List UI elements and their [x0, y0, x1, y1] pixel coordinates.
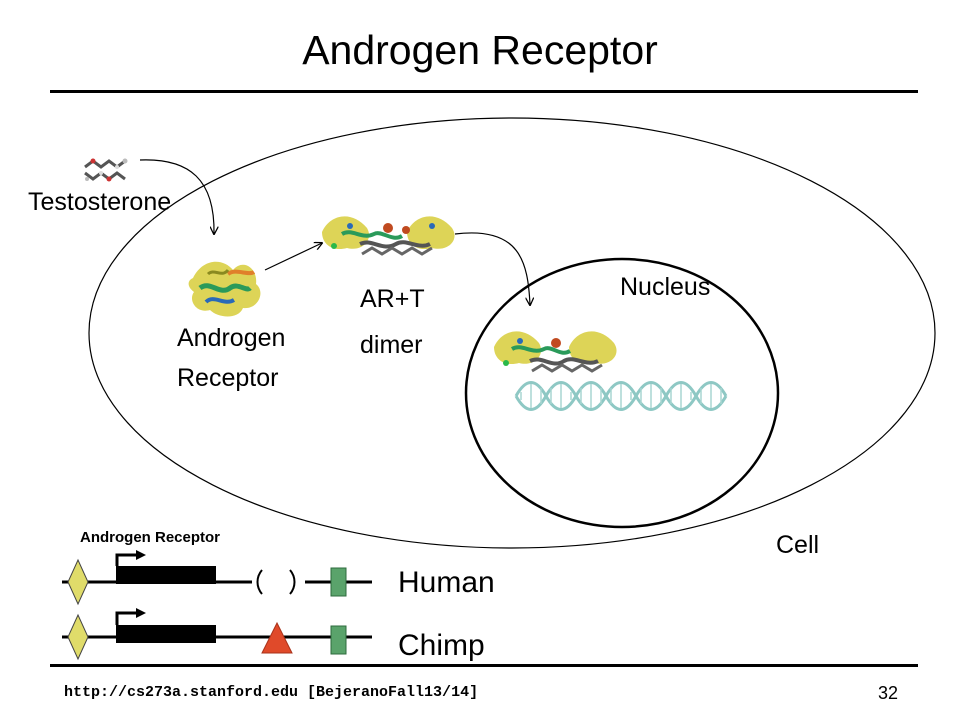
cell-label: Cell: [776, 531, 820, 559]
androgen-receptor-label-line2: Receptor: [177, 364, 279, 392]
human-gene-track: [62, 550, 372, 606]
title-divider: [50, 90, 918, 93]
human-track-label: Human: [398, 566, 495, 599]
footer-url: http://cs273a.stanford.edu [BejeranoFall…: [64, 684, 479, 701]
human-enhancer-diamond: [67, 558, 89, 606]
androgen-receptor-protein-icon: [188, 261, 261, 317]
dna-helix-icon: [514, 381, 728, 411]
ar-t-dimer-icon: [322, 216, 455, 256]
testosterone-label: Testosterone: [28, 188, 172, 216]
chimp-track-label: Chimp: [398, 629, 485, 662]
nucleus-label: Nucleus: [620, 273, 711, 301]
ar-t-dimer-bound-icon: [494, 331, 617, 373]
complex-label-line2: dimer: [360, 331, 423, 359]
gene-tracks-header: Androgen Receptor: [80, 529, 221, 546]
dimerization-arrow: [264, 243, 322, 271]
testosterone-molecule-icon: [84, 158, 128, 182]
cell-membrane: [88, 117, 936, 549]
chimp-element-triangle: [261, 621, 293, 654]
androgen-receptor-label-line1: Androgen: [177, 324, 286, 352]
chimp-gene-exon: [116, 625, 216, 643]
chimp-conserved-element: [330, 625, 347, 655]
human-conserved-element: [330, 567, 347, 597]
binding-arrow: [139, 159, 214, 234]
translocation-arrow: [454, 232, 530, 305]
complex-label-line1: AR+T: [360, 285, 425, 313]
nucleus-membrane: [464, 257, 780, 529]
human-gene-exon: [116, 566, 216, 584]
chimp-enhancer-diamond: [67, 613, 89, 661]
slide-title: Androgen Receptor: [302, 27, 658, 73]
chimp-gene-track: [62, 608, 372, 661]
page-number: 32: [878, 683, 899, 703]
footer-divider: [50, 664, 918, 667]
